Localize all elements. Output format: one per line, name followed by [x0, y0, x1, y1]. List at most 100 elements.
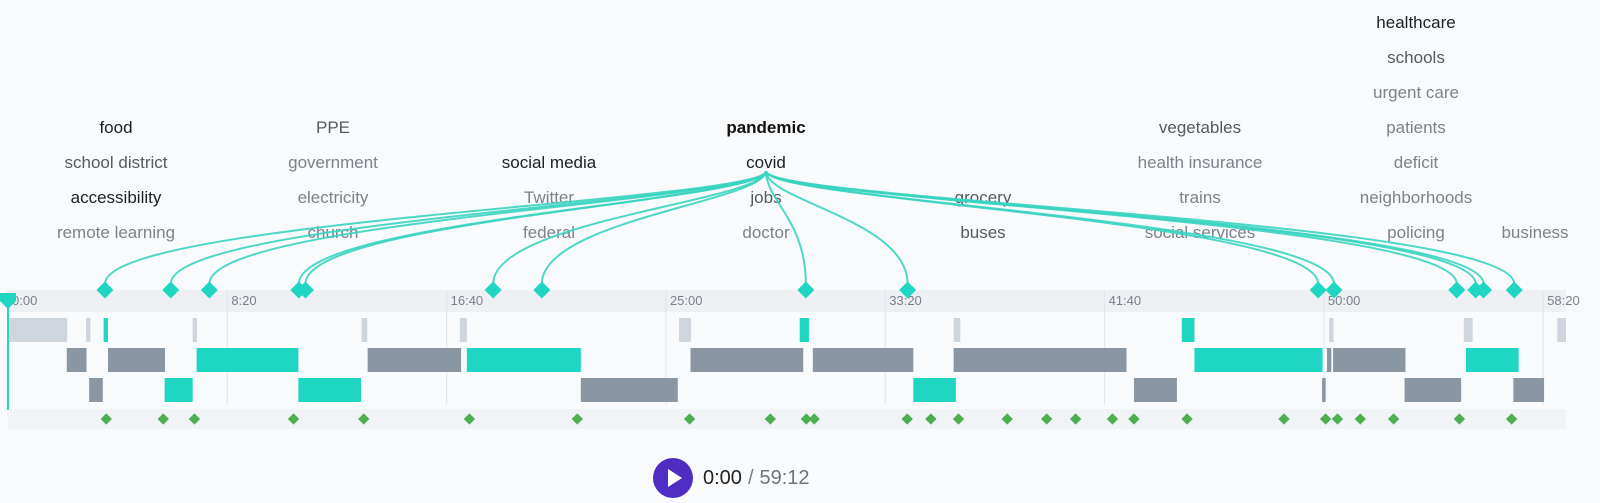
topic-word[interactable]: accessibility — [70, 188, 162, 207]
speaker-segment[interactable] — [690, 348, 804, 372]
speaker-segment[interactable] — [1333, 348, 1406, 372]
speaker-segment[interactable] — [1513, 378, 1545, 402]
speaker-segment[interactable] — [799, 318, 809, 342]
topic-word[interactable]: business — [1501, 223, 1569, 242]
topic-mention-marker[interactable] — [899, 281, 917, 299]
topic-word[interactable]: school district — [64, 153, 168, 172]
speaker-segment[interactable] — [8, 318, 68, 342]
speaker-segment[interactable] — [913, 378, 956, 402]
speaker-segment[interactable] — [103, 318, 109, 342]
topic-mention-marker[interactable] — [533, 281, 551, 299]
topic-connector — [765, 170, 1485, 285]
topic-word[interactable]: social media — [501, 153, 597, 172]
speaker-segment[interactable] — [1181, 318, 1195, 342]
speaker-segment[interactable] — [459, 318, 467, 342]
highlight-marker[interactable] — [1319, 413, 1332, 425]
speaker-segment[interactable] — [1329, 318, 1334, 342]
highlight-marker[interactable] — [1106, 413, 1119, 425]
highlight-marker[interactable] — [1041, 413, 1053, 425]
topic-mention-marker[interactable] — [797, 281, 815, 299]
topic-word[interactable]: vegetables — [1158, 118, 1242, 137]
topic-word[interactable]: PPE — [315, 118, 351, 137]
speaker-segment[interactable] — [1194, 348, 1323, 372]
topic-mention-marker[interactable] — [96, 281, 114, 299]
highlight-marker[interactable] — [1387, 413, 1400, 425]
highlight-marker[interactable] — [157, 413, 169, 425]
topic-mention-marker[interactable] — [200, 281, 218, 299]
highlight-marker[interactable] — [901, 413, 913, 425]
highlight-marker[interactable] — [1181, 413, 1193, 425]
speaker-segment[interactable] — [466, 348, 581, 372]
topic-word[interactable]: pandemic — [726, 118, 806, 137]
highlight-marker[interactable] — [1453, 413, 1466, 425]
highlight-marker[interactable] — [1278, 413, 1290, 425]
topic-word[interactable]: deficit — [1393, 153, 1439, 172]
topic-word[interactable]: healthcare — [1376, 13, 1456, 32]
speaker-segment[interactable] — [812, 348, 914, 372]
topic-mention-marker[interactable] — [162, 281, 180, 299]
topic-word[interactable]: federal — [523, 223, 575, 242]
topic-word[interactable]: trains — [1179, 188, 1221, 207]
speaker-segment[interactable] — [1557, 318, 1566, 342]
highlight-marker[interactable] — [358, 413, 370, 425]
topic-mention-marker[interactable] — [484, 281, 502, 299]
highlight-marker[interactable] — [1128, 413, 1140, 425]
highlight-marker[interactable] — [1001, 413, 1013, 425]
speaker-segment[interactable] — [1463, 318, 1473, 342]
topic-word[interactable]: urgent care — [1373, 83, 1459, 102]
time-tick-label: 8:20 — [231, 293, 256, 308]
topic-word[interactable]: neighborhoods — [1359, 188, 1473, 207]
topic-word[interactable]: buses — [960, 223, 1006, 242]
topic-word[interactable]: schools — [1387, 48, 1445, 67]
highlight-marker[interactable] — [764, 413, 776, 425]
speaker-segment[interactable] — [164, 378, 193, 402]
speaker-segment[interactable] — [367, 348, 462, 372]
topic-word[interactable]: policing — [1387, 223, 1445, 242]
highlight-marker[interactable] — [683, 413, 696, 425]
speaker-segment[interactable] — [1322, 378, 1326, 402]
playhead-handle[interactable] — [0, 293, 16, 309]
speaker-segment[interactable] — [298, 378, 362, 402]
highlight-marker[interactable] — [800, 413, 812, 425]
topic-word[interactable]: government — [288, 153, 378, 172]
highlight-marker[interactable] — [287, 413, 300, 425]
time-tick-label: 16:40 — [451, 293, 484, 308]
topic-word[interactable]: doctor — [742, 223, 790, 242]
play-button[interactable] — [653, 458, 693, 498]
highlight-marker[interactable] — [808, 413, 820, 425]
speaker-segment[interactable] — [66, 348, 87, 372]
highlight-marker[interactable] — [925, 413, 937, 425]
speaker-segment[interactable] — [196, 348, 299, 372]
highlight-marker[interactable] — [1331, 413, 1344, 425]
topic-word[interactable]: remote learning — [56, 223, 176, 242]
speaker-segment[interactable] — [86, 318, 91, 342]
topic-mention-marker[interactable] — [296, 281, 314, 299]
topic-connector — [765, 170, 1335, 285]
topic-word[interactable]: health insurance — [1137, 153, 1263, 172]
topic-word[interactable]: covid — [746, 153, 786, 172]
speaker-segment[interactable] — [1404, 378, 1462, 402]
topic-word[interactable]: electricity — [297, 188, 369, 207]
highlight-marker[interactable] — [1505, 413, 1518, 425]
speaker-segment[interactable] — [361, 318, 368, 342]
speaker-segment[interactable] — [89, 378, 103, 402]
speaker-segment[interactable] — [1326, 348, 1332, 372]
speaker-segment[interactable] — [953, 348, 1127, 372]
topic-word[interactable]: food — [99, 118, 133, 137]
highlight-marker[interactable] — [1069, 413, 1082, 425]
speaker-segment[interactable] — [679, 318, 691, 342]
highlight-marker[interactable] — [463, 413, 476, 425]
speaker-segment[interactable] — [192, 318, 198, 342]
highlight-marker[interactable] — [952, 413, 965, 425]
speaker-segment[interactable] — [108, 348, 166, 372]
topic-word[interactable]: jobs — [750, 188, 782, 207]
speaker-segment[interactable] — [1133, 378, 1177, 402]
highlight-marker[interactable] — [571, 413, 583, 425]
highlight-marker[interactable] — [1354, 413, 1366, 425]
speaker-segment[interactable] — [580, 378, 678, 402]
topic-word[interactable]: patients — [1386, 118, 1446, 137]
total-duration: 59:12 — [759, 466, 810, 489]
speaker-segment[interactable] — [953, 318, 961, 342]
speaker-segment[interactable] — [1465, 348, 1519, 372]
highlight-marker[interactable] — [188, 413, 201, 425]
